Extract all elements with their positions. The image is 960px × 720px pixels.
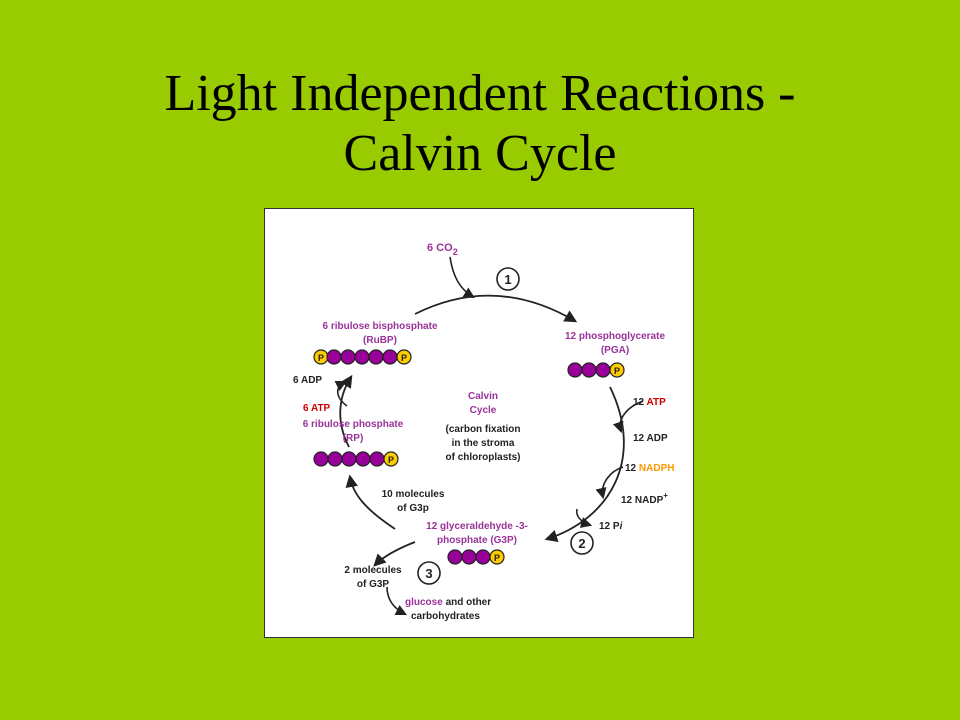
pga-label-line2: (PGA) (601, 345, 629, 356)
adp12-label: 12 ADP (633, 433, 668, 444)
two-g3p-line1: 2 molecules (344, 565, 402, 576)
atp12-label: 12 ATP (633, 397, 666, 408)
svg-text:P: P (388, 455, 394, 465)
step-2-circle: 2 (570, 531, 594, 555)
center-line5: of chloroplasts) (445, 452, 520, 463)
step-3-circle: 3 (417, 561, 441, 585)
nadph12-label: 12 NADPH (625, 463, 674, 474)
ten-g3p-line1: 10 molecules (382, 489, 445, 500)
arc-rp-to-rubp (339, 374, 353, 448)
pi12-label: 12 Pi (599, 521, 623, 532)
arc-g3p-to-rp (345, 474, 396, 530)
arc-pga-to-g3p (544, 386, 625, 542)
arrow-atp12 (612, 400, 644, 434)
ten-g3p-line2: of G3p (397, 503, 429, 514)
rp-label-line2: (RP) (343, 433, 364, 444)
step-3-label: 3 (425, 566, 432, 581)
center-line4: in the stroma (452, 438, 515, 449)
rubp-molecule: P P (313, 349, 412, 365)
atp6-label: 6 ATP (303, 403, 331, 414)
step-1-circle: 1 (496, 267, 520, 291)
co2-label: 6 CO2 (427, 242, 458, 257)
svg-text:P: P (614, 366, 620, 376)
arc-to-two-g3p (373, 541, 416, 567)
center-line2: Cycle (470, 405, 497, 416)
svg-text:P: P (401, 353, 407, 363)
arrow-glucose (386, 586, 408, 616)
nadp12-label: 12 NADP+ (621, 491, 668, 506)
arrow-co2-in (449, 256, 475, 299)
calvin-cycle-svg: 1 2 3 6 CO2 6 ribulose bisphosphate (RuB… (293, 242, 674, 622)
step-2-label: 2 (578, 536, 585, 551)
title-line-1: Light Independent Reactions - (164, 65, 796, 122)
slide-title: Light Independent Reactions - Calvin Cyc… (0, 64, 960, 184)
center-line1: Calvin (468, 391, 498, 402)
glucose-line2: carbohydrates (411, 611, 480, 622)
rubp-label-line2: (RuBP) (363, 335, 397, 346)
calvin-cycle-diagram: 1 2 3 6 CO2 6 ribulose bisphosphate (RuB… (264, 208, 694, 638)
g3p-molecule: P (447, 549, 505, 565)
svg-text:P: P (318, 353, 324, 363)
title-line-2: Calvin Cycle (343, 125, 617, 182)
rubp-label-line1: 6 ribulose bisphosphate (322, 321, 437, 332)
two-g3p-line2: of G3P (357, 579, 390, 590)
adp6-label: 6 ADP (293, 375, 322, 386)
arrow-atp-adp-rubp (334, 380, 348, 407)
svg-text:P: P (494, 553, 500, 563)
arc-rubp-to-pga (414, 294, 578, 323)
step-1-label: 1 (504, 272, 511, 287)
pga-molecule: P (567, 362, 625, 378)
rp-label-line1: 6 ribulose phosphate (303, 419, 404, 430)
glucose-line1: glucose and other (405, 597, 491, 608)
g3p12-label-line1: 12 glyceraldehyde -3- (426, 521, 528, 532)
arrow-pi12 (575, 508, 593, 528)
g3p12-label-line2: phosphate (G3P) (437, 535, 517, 546)
pga-label-line1: 12 phosphoglycerate (565, 331, 665, 342)
center-line3: (carbon fixation (445, 424, 520, 435)
rp-molecule: P (313, 451, 399, 467)
arrow-nadph12 (595, 466, 624, 500)
